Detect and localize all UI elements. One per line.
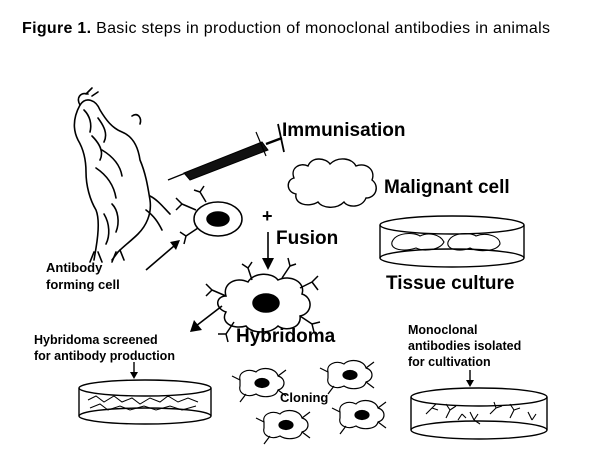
screened-arrow <box>130 362 138 379</box>
antibody-cell-arrow <box>145 240 180 271</box>
screening-dish <box>78 379 212 425</box>
antibody-forming-cell <box>175 185 243 245</box>
hybridoma-screened-label-line1: Hybridoma screened <box>34 333 158 347</box>
cloning-cells <box>231 359 387 445</box>
plus-sign: + <box>262 206 273 226</box>
hybridoma-screened-label-line2: for antibody production <box>34 349 175 363</box>
malignant-cell-label: Malignant cell <box>384 177 510 198</box>
antibody-forming-cell-label-line2: forming cell <box>46 277 120 292</box>
syringe-icon <box>167 123 285 181</box>
fusion-label: Fusion <box>276 228 338 249</box>
cloning-label: Cloning <box>280 390 328 405</box>
figure-label: Figure 1. <box>22 20 92 37</box>
hybridoma-cell <box>205 257 321 343</box>
figure-caption-text: Basic steps in production of monoclonal … <box>91 20 551 37</box>
hybridoma-label: Hybridoma <box>236 326 336 347</box>
tissue-culture-dish <box>379 215 525 268</box>
monoclonal-label-line3: for cultivation <box>408 355 491 369</box>
monoclonal-arrow <box>466 370 474 387</box>
monoclonal-label-line1: Monoclonal <box>408 323 477 337</box>
hybridoma-screen-arrow <box>190 305 223 332</box>
fusion-arrow <box>262 232 274 270</box>
figure-caption: Figure 1. Basic steps in production of m… <box>22 18 578 40</box>
antibody-forming-cell-label-line1: Antibody <box>46 260 103 275</box>
malignant-cell-shape <box>287 158 377 208</box>
monoclonal-dish <box>410 387 548 440</box>
tissue-culture-label: Tissue culture <box>386 273 514 294</box>
monoclonal-label-line2: antibodies isolated <box>408 339 521 353</box>
immunisation-label: Immunisation <box>282 120 406 141</box>
mouse-illustration <box>73 87 171 263</box>
